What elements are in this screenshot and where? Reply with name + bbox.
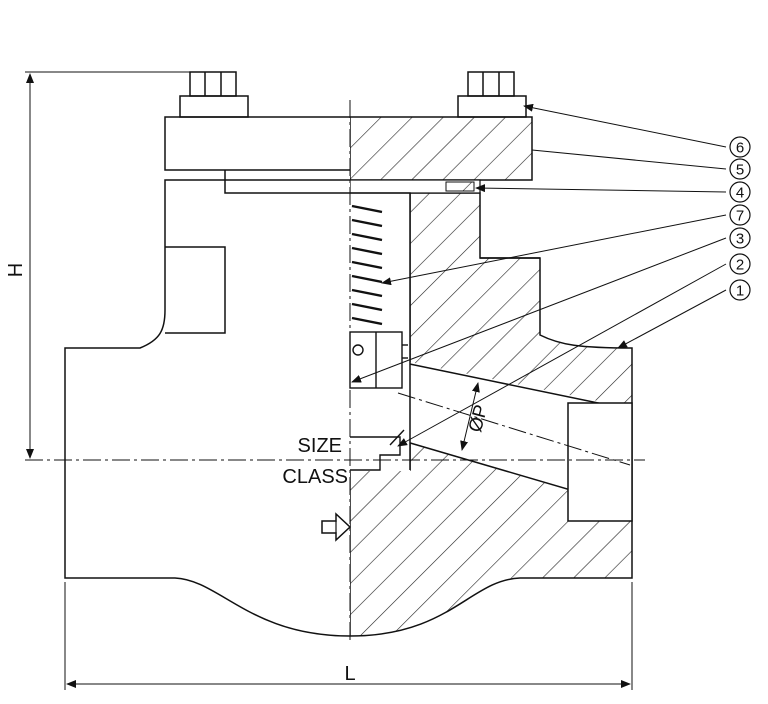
callout-6: 6 — [729, 136, 751, 158]
spring — [351, 204, 383, 326]
svg-text:4: 4 — [736, 185, 744, 202]
valve-section-half — [350, 116, 633, 637]
svg-text:2: 2 — [736, 257, 744, 274]
callout-3: 3 — [729, 227, 751, 249]
svg-text:6: 6 — [736, 140, 744, 157]
length-dimension-label: L — [344, 663, 355, 685]
leader-lines — [351, 103, 727, 447]
svg-text:7: 7 — [736, 208, 744, 225]
svg-text:5: 5 — [736, 162, 744, 179]
bolt-left — [179, 71, 249, 118]
callout-5: 5 — [729, 158, 751, 180]
height-dimension-label: H — [5, 263, 27, 277]
svg-text:3: 3 — [736, 231, 744, 248]
center-lines — [25, 100, 645, 640]
callout-7: 7 — [729, 204, 751, 226]
callout-1: 1 — [729, 279, 751, 301]
class-marking: CLASS — [282, 466, 348, 488]
callout-4: 4 — [729, 181, 751, 203]
callout-2: 2 — [729, 253, 751, 275]
disc — [349, 331, 408, 389]
size-marking: SIZE — [298, 435, 342, 457]
bolt-right — [457, 71, 527, 118]
svg-text:1: 1 — [736, 283, 744, 300]
dimension-lines — [25, 71, 633, 690]
seat — [350, 429, 405, 471]
flow-arrow-icon — [321, 512, 352, 542]
valve-exterior-half — [64, 116, 351, 637]
